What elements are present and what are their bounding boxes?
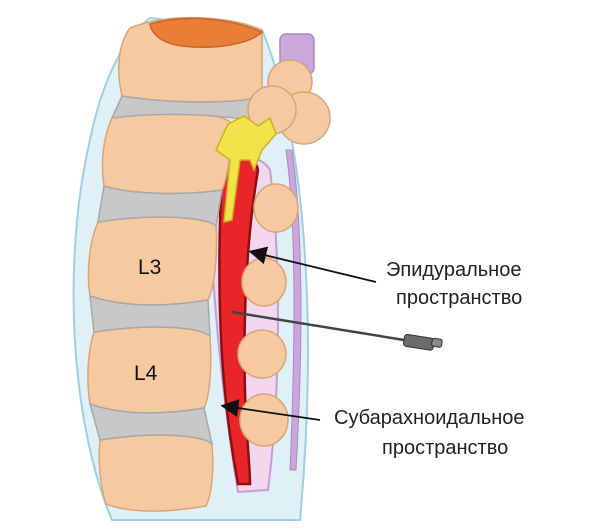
cut-surface: [149, 17, 264, 48]
vertebral-column: [87, 16, 263, 512]
epidural-label-line2: пространство: [396, 287, 522, 309]
disc-4: [88, 402, 214, 446]
needle-hub: [402, 334, 435, 351]
spinous-process-2: [241, 257, 287, 307]
spinous-process-4: [239, 393, 289, 447]
vertebra-l2: [101, 112, 232, 195]
spinous-process-3: [237, 329, 287, 379]
spinous-process-1: [253, 183, 299, 233]
vertebra-label-l3: L3: [138, 256, 161, 279]
conus-medullaris: [215, 115, 277, 223]
spinal-needle: [231, 310, 443, 351]
vertebra-l5: [98, 434, 214, 512]
disc-2: [97, 185, 223, 228]
vertebra-label-l4: L4: [134, 362, 158, 385]
posterior-elements: [237, 59, 331, 447]
epidural-label-line1: Эпидуральное: [386, 259, 521, 281]
discs: [88, 94, 264, 446]
subarachnoid-label-line2: пространство: [382, 437, 508, 459]
needle-shaft: [231, 310, 405, 342]
epidural-arrow: [248, 246, 377, 283]
needle-stylet-cap: [431, 337, 443, 348]
subarachnoid-arrow: [220, 399, 321, 421]
disc-3: [89, 294, 211, 338]
subarachnoid-label-line1: Субарахноидальное: [334, 407, 525, 429]
